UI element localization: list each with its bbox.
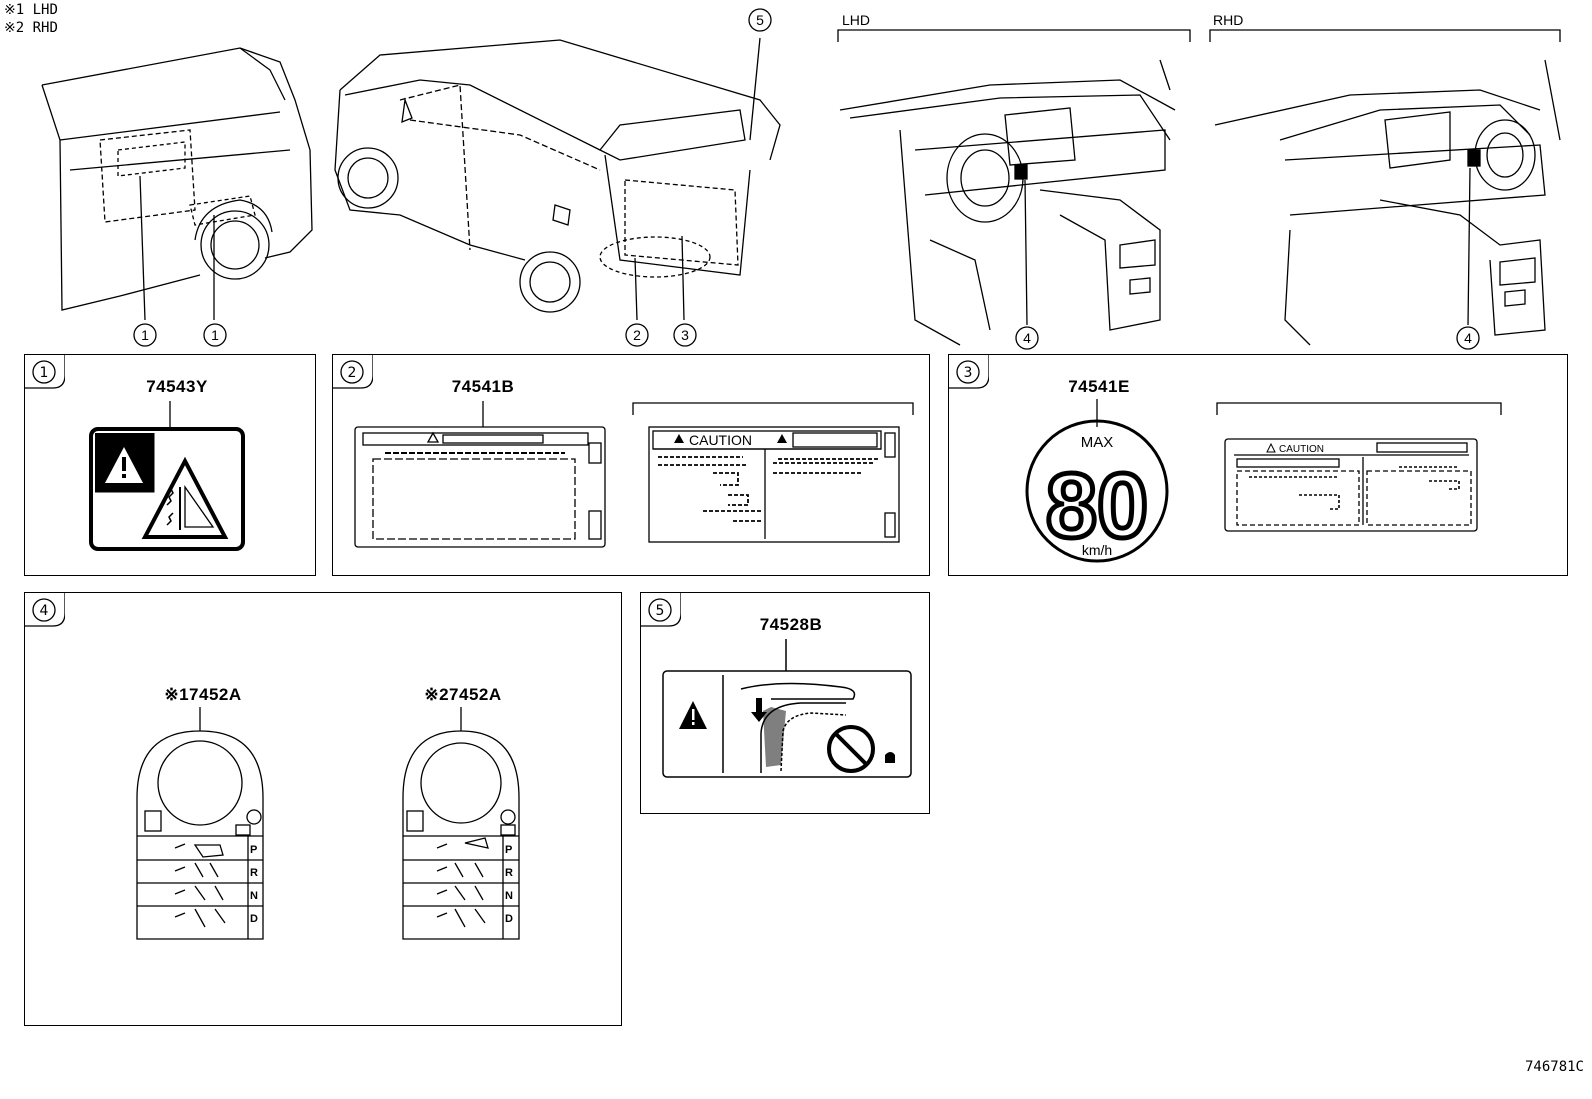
- max-text: MAX: [1081, 434, 1114, 451]
- callout-2: 2: [633, 327, 641, 343]
- gear-p-rhd: P: [505, 844, 512, 856]
- gear-p: P: [250, 844, 257, 856]
- panel-number: 5: [656, 603, 665, 619]
- panel-number: 2: [348, 365, 357, 381]
- panel-number: 4: [40, 603, 49, 619]
- panel-tab: 2: [333, 355, 373, 389]
- part-number-rhd: ※27452A: [424, 685, 502, 704]
- panel-tab: 4: [25, 593, 65, 627]
- dashboard-rhd: [1209, 29, 1561, 346]
- tailgate-warning-label: [662, 639, 912, 778]
- panel-number: 3: [964, 365, 973, 381]
- panel-2: 2 74541B CAUTION: [332, 354, 930, 576]
- rhd-label: RHD: [1213, 12, 1243, 28]
- reference-number: 746781C: [1524, 1059, 1584, 1075]
- callout-1b: 1: [211, 327, 219, 343]
- panel-tab: 1: [25, 355, 65, 389]
- part-number: 74528B: [759, 615, 823, 634]
- gear-r-rhd: R: [505, 867, 513, 879]
- part-number-lhd: ※17452A: [164, 685, 242, 704]
- panel-number: 1: [40, 365, 49, 381]
- panel-tab: 5: [641, 593, 681, 627]
- part-number: 74541E: [1068, 377, 1130, 396]
- panel-tab: 3: [949, 355, 989, 389]
- part-number: 74541B: [451, 377, 515, 396]
- vehicle-side-view: [41, 47, 313, 321]
- gear-d-rhd: D: [505, 913, 513, 925]
- caution-labels: CAUTION: [354, 401, 914, 548]
- callout-4-rhd: 4: [1464, 330, 1472, 346]
- gear-d: D: [250, 913, 258, 925]
- callout-1a: 1: [141, 327, 149, 343]
- panel-3: 3 74541E MAX 80 km/h CAUTION: [948, 354, 1568, 576]
- callout-4-lhd: 4: [1023, 330, 1031, 346]
- panel-4: 4 ※17452A ※27452A: [24, 592, 622, 1026]
- speed-unit: km/h: [1082, 542, 1112, 558]
- caution-text: CAUTION: [1279, 444, 1324, 455]
- dashboard-lhd: [837, 29, 1191, 346]
- panel-1: 1 74543Y: [24, 354, 316, 576]
- vehicle-rear-view: [334, 37, 781, 321]
- speed-limit-label: MAX 80 km/h CAUTION: [1025, 399, 1502, 563]
- caution-text: CAUTION: [689, 432, 752, 448]
- lhd-label: LHD: [842, 12, 870, 28]
- gear-n-rhd: N: [505, 890, 513, 902]
- legend-rhd: ※2 RHD: [4, 20, 58, 36]
- gear-n: N: [250, 890, 258, 902]
- callout-5: 5: [756, 12, 764, 28]
- part-number: 74543Y: [146, 377, 208, 396]
- speed-value: 80: [1046, 455, 1148, 557]
- panel-5: 5 74528B: [640, 592, 930, 814]
- warning-label-icon: [89, 401, 245, 551]
- shift-tags: P R N D P R N D: [136, 707, 520, 940]
- callout-3: 3: [681, 327, 689, 343]
- vehicle-illustrations: 1 1 2 3 4 4 5 LHD RHD: [41, 8, 1561, 350]
- gear-r: R: [250, 867, 258, 879]
- legend-lhd: ※1 LHD: [4, 2, 58, 18]
